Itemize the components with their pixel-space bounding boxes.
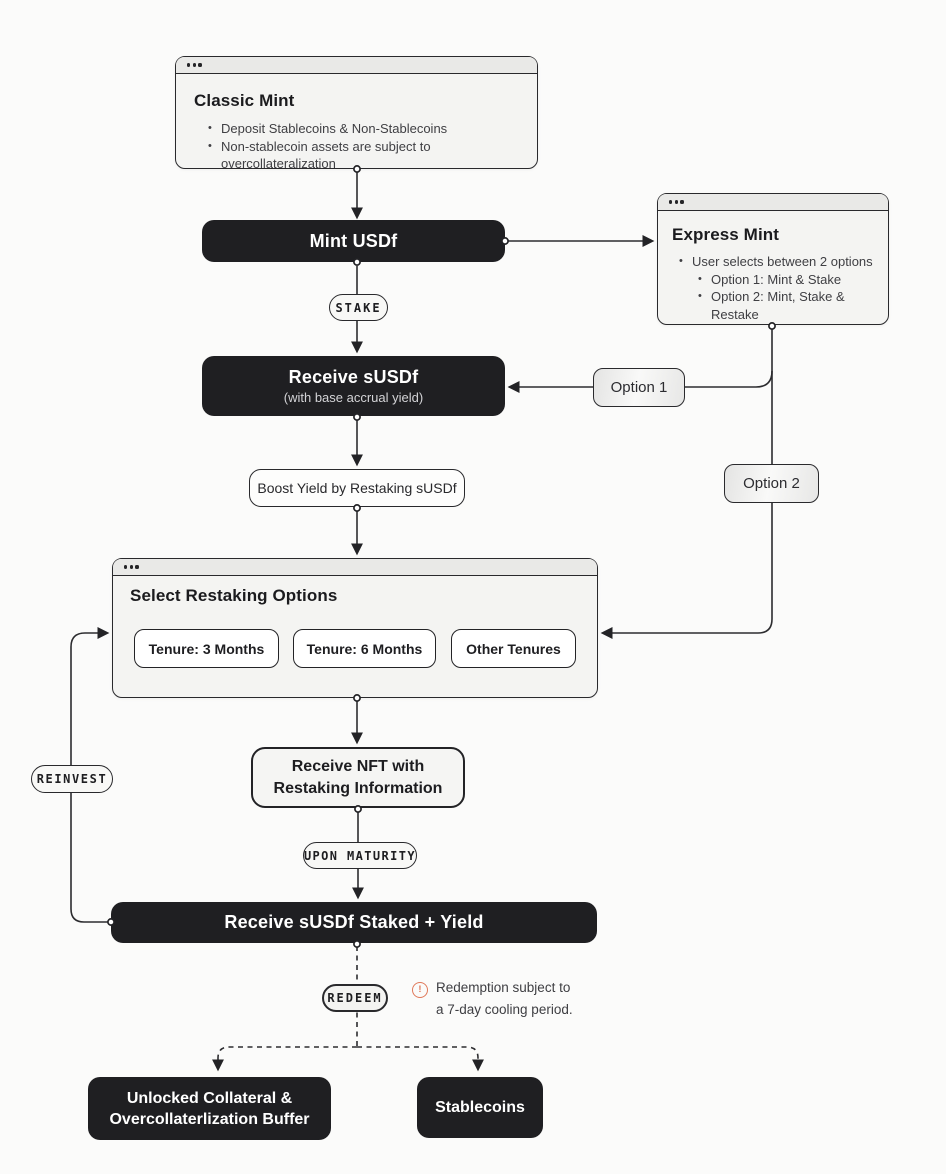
receive-nft-line1: Receive NFT with <box>291 757 425 775</box>
mint-usdf-label: Mint USDf <box>309 230 398 251</box>
stake-label-text: STAKE <box>335 300 382 315</box>
window-titlebar <box>176 57 537 74</box>
receive-susdf-subtitle: (with base accrual yield) <box>283 390 424 405</box>
classic-mint-bullet: Non-stablecoin assets are subject to ove… <box>208 138 519 173</box>
mint-usdf-box: Mint USDf <box>202 220 505 262</box>
receive-nft-box: Receive NFT with Restaking Information <box>251 747 465 808</box>
receive-susdf-title: Receive sUSDf <box>288 367 419 387</box>
upon-maturity-edge-label: UPON MATURITY <box>303 842 417 869</box>
redemption-warning-icon: ! <box>412 982 428 998</box>
redeem-label-text: REDEEM <box>327 991 383 1005</box>
select-restaking-title: Select Restaking Options <box>130 586 338 605</box>
redemption-note-line2: a 7-day cooling period. <box>436 1002 573 1017</box>
stablecoins-box: Stablecoins <box>417 1077 543 1138</box>
unlocked-collateral-box: Unlocked Collateral & Overcollaterlizati… <box>88 1077 331 1140</box>
express-mint-window: Express Mint User selects between 2 opti… <box>657 193 889 325</box>
stake-edge-label: STAKE <box>329 294 388 321</box>
classic-mint-title: Classic Mint <box>194 91 295 110</box>
stablecoins-label: Stablecoins <box>435 1099 525 1116</box>
tenure-3-months-label: Tenure: 3 Months <box>148 640 265 657</box>
tenure-3-months-button[interactable]: Tenure: 3 Months <box>134 629 279 668</box>
classic-mint-bullet: Deposit Stablecoins & Non-Stablecoins <box>208 120 519 138</box>
receive-susdf-box: Receive sUSDf (with base accrual yield) <box>202 356 505 416</box>
boost-yield-box: Boost Yield by Restaking sUSDf <box>249 469 465 507</box>
other-tenures-label: Other Tenures <box>466 640 561 657</box>
redemption-note-line1: Redemption subject to <box>436 980 571 995</box>
redemption-note: Redemption subject to a 7-day cooling pe… <box>436 977 573 1021</box>
option-1-tag: Option 1 <box>593 368 685 407</box>
option-2-tag: Option 2 <box>724 464 819 503</box>
express-mint-sub-bullet: Option 2: Mint, Stake & Restake <box>698 288 878 323</box>
warning-icon: ! <box>412 982 428 998</box>
window-controls-icon <box>187 63 202 67</box>
receive-staked-yield-box: Receive sUSDf Staked + Yield <box>111 902 597 943</box>
express-mint-bullet: User selects between 2 options <box>679 253 878 271</box>
reinvest-label-text: REINVEST <box>36 772 108 786</box>
redeem-edge-label: REDEEM <box>322 984 388 1012</box>
tenure-6-months-button[interactable]: Tenure: 6 Months <box>293 629 436 668</box>
receive-nft-line2: Restaking Information <box>273 779 443 797</box>
unlocked-collateral-line2: Overcollaterlization Buffer <box>109 1110 310 1128</box>
classic-mint-window: Classic Mint Deposit Stablecoins & Non-S… <box>175 56 538 171</box>
tenure-6-months-label: Tenure: 6 Months <box>306 640 423 657</box>
receive-staked-yield-label: Receive sUSDf Staked + Yield <box>224 912 484 932</box>
option-2-label: Option 2 <box>743 475 800 492</box>
window-titlebar <box>113 559 597 576</box>
option-1-label: Option 1 <box>610 379 668 396</box>
select-restaking-window: Select Restaking Options Tenure: 3 Month… <box>112 558 598 698</box>
window-controls-icon <box>124 565 139 569</box>
window-titlebar <box>658 194 888 211</box>
other-tenures-button[interactable]: Other Tenures <box>451 629 576 668</box>
express-mint-sub-bullet: Option 1: Mint & Stake <box>698 271 878 289</box>
upon-maturity-label-text: UPON MATURITY <box>303 848 417 863</box>
unlocked-collateral-line1: Unlocked Collateral & <box>126 1089 293 1107</box>
boost-yield-label: Boost Yield by Restaking sUSDf <box>257 480 457 496</box>
window-controls-icon <box>669 200 684 204</box>
express-mint-title: Express Mint <box>672 225 780 244</box>
reinvest-edge-label: REINVEST <box>31 765 113 793</box>
